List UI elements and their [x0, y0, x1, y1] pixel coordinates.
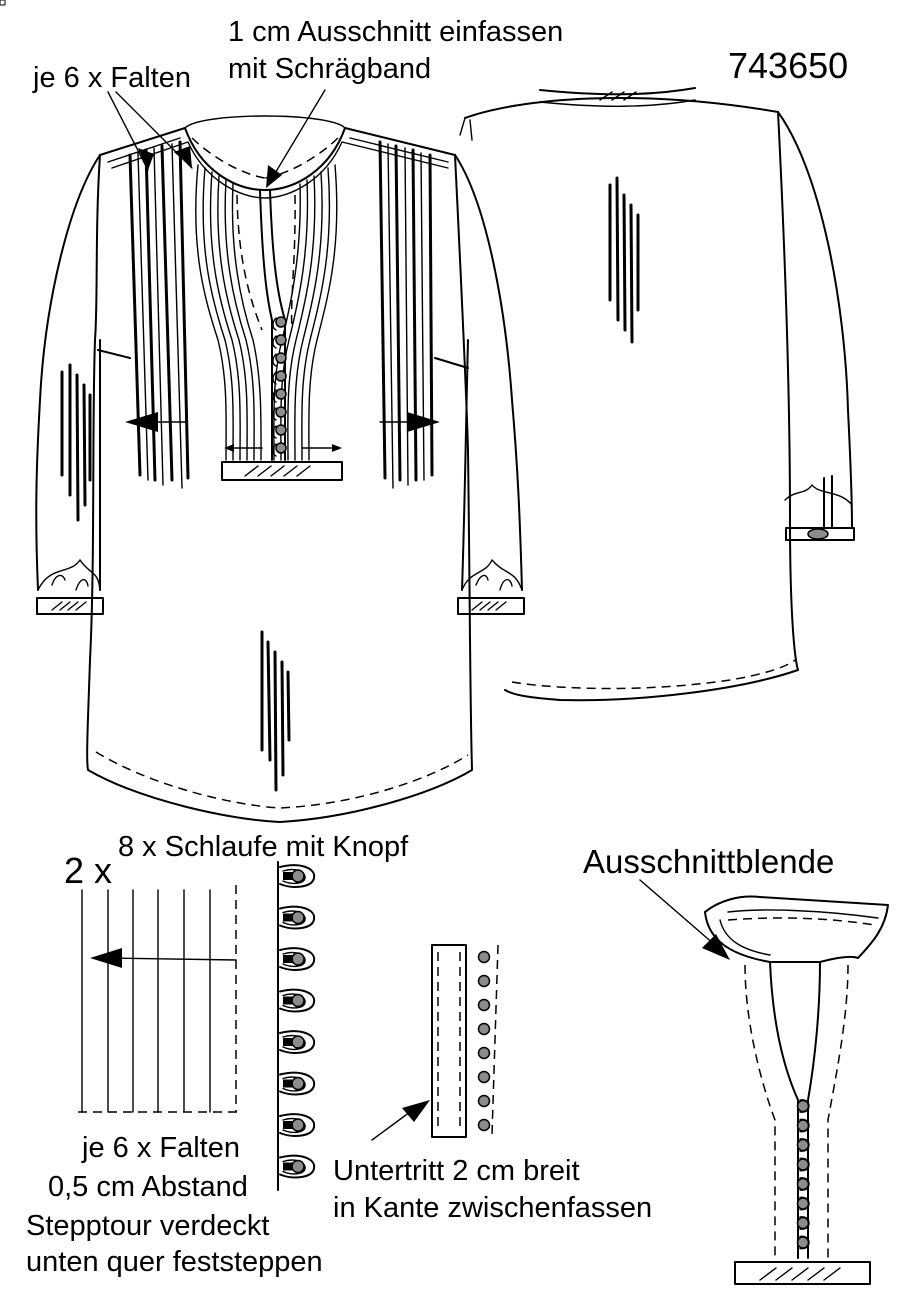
loop-with-button [279, 1113, 316, 1137]
underlap-label-1: Untertritt 2 cm breit [333, 1155, 580, 1187]
underlap-button [477, 1046, 491, 1060]
loop-with-button [279, 905, 316, 930]
inner-pleats-right [273, 164, 338, 461]
inner-pleats-left [195, 164, 262, 461]
neckline-facing-diagram [639, 879, 889, 1285]
facing-button [796, 1157, 810, 1172]
loop-with-button [279, 1154, 316, 1179]
pleats-bottom-label: je 6 x Falten [81, 1132, 240, 1164]
stitch-label-1: Stepptour verdeckt [26, 1210, 269, 1242]
grain-marks-back [608, 176, 640, 344]
underlap-button [477, 1118, 491, 1132]
underlap-diagram [371, 944, 499, 1141]
underlap-button [477, 950, 491, 964]
facing-button [796, 1138, 810, 1152]
facing-button [796, 1196, 810, 1211]
loop-with-button [279, 947, 316, 971]
blouse-back-view [459, 87, 855, 702]
count-label: 2 x [64, 850, 112, 891]
loop-with-button [279, 864, 316, 888]
facing-label: Ausschnittblende [583, 843, 834, 880]
grain-marks-front [60, 363, 291, 792]
facing-button [796, 1235, 810, 1250]
loop-with-button [279, 1030, 316, 1054]
loop-strip-diagram [277, 861, 316, 1191]
underlap-button [477, 998, 491, 1012]
blouse-front-view [35, 89, 525, 823]
left-pleat-group [128, 140, 190, 489]
facing-button [796, 1099, 810, 1113]
underlap-button [477, 1070, 491, 1084]
pleats-top-label: je 6 x Falten [32, 62, 191, 94]
underlap-button [477, 1022, 491, 1036]
loops-label: 8 x Schlaufe mit Knopf [118, 831, 409, 863]
pleat-detail-diagram [78, 885, 238, 1113]
facing-button [796, 1216, 810, 1230]
spacing-label: 0,5 cm Abstand [48, 1171, 248, 1203]
right-pleat-group [378, 140, 434, 489]
neckline-binding-label-2: mit Schrägband [228, 53, 431, 85]
facing-button [796, 1177, 810, 1191]
facing-button [796, 1118, 810, 1133]
loop-with-button [279, 988, 316, 1013]
stitch-label-2: unten quer feststeppen [26, 1246, 323, 1278]
underlap-button [477, 974, 491, 988]
corner-mark [0, 0, 6, 6]
underlap-label-2: in Kante zwischenfassen [333, 1192, 652, 1224]
front-buttons [272, 316, 287, 457]
underlap-button [477, 1094, 491, 1108]
loop-with-button [279, 1071, 316, 1096]
pattern-number: 743650 [728, 45, 848, 86]
neckline-binding-label-1: 1 cm Ausschnitt einfassen [228, 16, 563, 48]
